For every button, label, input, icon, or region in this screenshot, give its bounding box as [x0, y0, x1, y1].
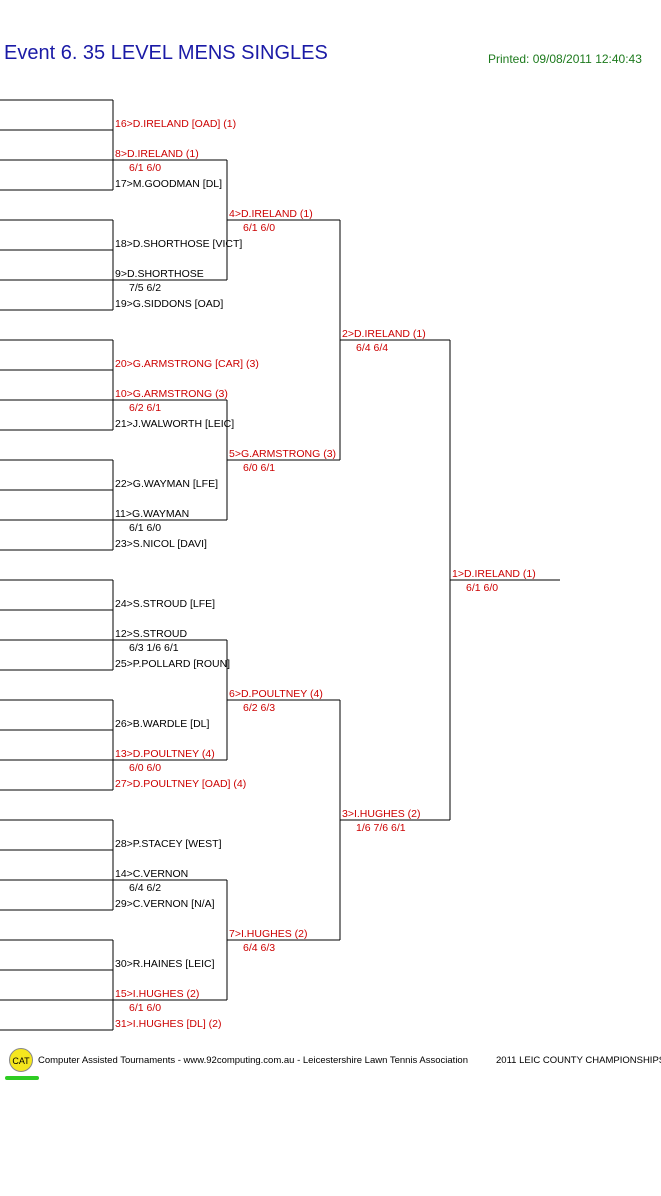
player-name: 21>J.WALWORTH [LEIC]: [115, 418, 234, 430]
player-name: 7>I.HUGHES (2): [229, 928, 307, 940]
player-name: 16>D.IRELAND [OAD] (1): [115, 118, 236, 130]
player-name: 23>S.NICOL [DAVI]: [115, 538, 207, 550]
draw-bracket: 16>D.IRELAND [OAD] (1) 17>M.GOODMAN [DL] 1…: [0, 99, 560, 1031]
player-name: 20>G.ARMSTRONG [CAR] (3): [115, 358, 259, 370]
match-score: 6/2 6/3: [243, 702, 275, 714]
player-name: 19>G.SIDDONS [OAD]: [115, 298, 223, 310]
match-score: 7/5 6/2: [129, 282, 161, 294]
player-name: 22>G.WAYMAN [LFE]: [115, 478, 218, 490]
player-name: 2>D.IRELAND (1): [342, 328, 426, 340]
printed-timestamp: Printed: 09/08/2011 12:40:43: [488, 52, 642, 66]
match-score: 6/2 6/1: [129, 402, 161, 414]
player-name: 28>P.STACEY [WEST]: [115, 838, 222, 850]
player-name: 18>D.SHORTHOSE [VICT]: [115, 238, 242, 250]
match-score: 6/3 1/6 6/1: [129, 642, 179, 654]
player-name: 29>C.VERNON [N/A]: [115, 898, 215, 910]
player-name: 1>D.IRELAND (1): [452, 568, 536, 580]
player-name: 8>D.IRELAND (1): [115, 148, 199, 160]
match-score: 6/1 6/0: [129, 162, 161, 174]
player-name: 3>I.HUGHES (2): [342, 808, 420, 820]
match-score: 6/0 6/1: [243, 462, 275, 474]
player-name: 26>B.WARDLE [DL]: [115, 718, 210, 730]
player-name: 31>I.HUGHES [DL] (2): [115, 1018, 222, 1030]
player-name: 24>S.STROUD [LFE]: [115, 598, 215, 610]
match-score: 6/1 6/0: [466, 582, 498, 594]
match-score: 6/4 6/2: [129, 882, 161, 894]
player-name: 9>D.SHORTHOSE: [115, 268, 204, 280]
player-name: 13>D.POULTNEY (4): [115, 748, 215, 760]
player-name: 11>G.WAYMAN: [115, 508, 189, 520]
cat-logo-icon: CAT: [9, 1048, 33, 1072]
logo-underline: [5, 1076, 39, 1080]
match-score: 6/0 6/0: [129, 762, 161, 774]
match-score: 6/4 6/3: [243, 942, 275, 954]
player-name: 17>M.GOODMAN [DL]: [115, 178, 222, 190]
player-name: 6>D.POULTNEY (4): [229, 688, 323, 700]
player-name: 12>S.STROUD: [115, 628, 187, 640]
player-name: 5>G.ARMSTRONG (3): [229, 448, 336, 460]
player-name: 4>D.IRELAND (1): [229, 208, 313, 220]
player-name: 15>I.HUGHES (2): [115, 988, 199, 1000]
match-score: 6/1 6/0: [243, 222, 275, 234]
footer-credit: Computer Assisted Tournaments - www.92co…: [38, 1055, 469, 1066]
player-name: 30>R.HAINES [LEIC]: [115, 958, 215, 970]
player-name: 10>G.ARMSTRONG (3): [115, 388, 228, 400]
page-title: Event 6. 35 LEVEL MENS SINGLES: [4, 42, 328, 64]
match-score: 6/1 6/0: [129, 1002, 161, 1014]
player-name: 27>D.POULTNEY [OAD] (4): [115, 778, 246, 790]
player-name: 14>C.VERNON: [115, 868, 188, 880]
player-name: 25>P.POLLARD [ROUN]: [115, 658, 230, 670]
match-score: 6/1 6/0: [129, 522, 161, 534]
footer-event-name: 2011 LEIC COUNTY CHAMPIONSHIPS: [496, 1055, 661, 1066]
match-score: 6/4 6/4: [356, 342, 388, 354]
match-score: 1/6 7/6 6/1: [356, 822, 406, 834]
